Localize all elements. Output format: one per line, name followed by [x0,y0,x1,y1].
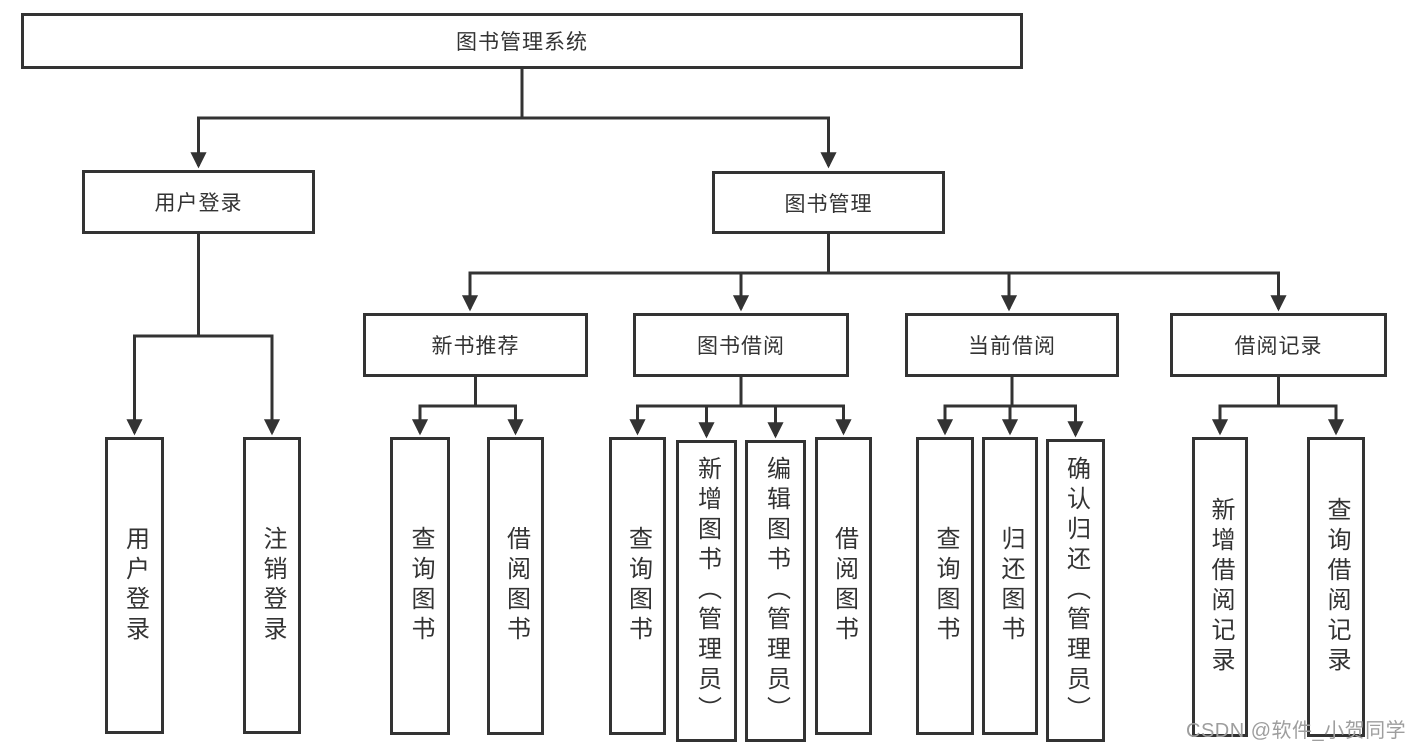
leaf-current-query-books: 查询图书 [916,437,974,735]
csdn-watermark: CSDN @软件_小贺同学 [1186,720,1405,742]
leaf-borrow-edit-books-admin-label: 编辑图书（管理员） [762,456,790,726]
tree-edges [126,69,1345,439]
leaf-borrow-add-books-admin: 新增图书（管理员） [676,440,737,742]
leaf-current-return-books: 归还图书 [982,437,1038,735]
node-user-login-label: 用户登录 [154,192,243,215]
node-current-borrow: 当前借阅 [905,313,1119,377]
node-user-login: 用户登录 [82,170,315,234]
leaf-record-add-record: 新增借阅记录 [1192,437,1248,737]
leaf-borrow-query-books: 查询图书 [609,437,666,735]
leaf-borrow-edit-books-admin: 编辑图书（管理员） [745,440,806,742]
node-borrow-record: 借阅记录 [1170,313,1387,377]
leaf-current-query-books-label: 查询图书 [932,526,959,646]
leaf-borrow-query-books-label: 查询图书 [624,526,652,646]
leaf-borrow-add-books-admin-label: 新增图书（管理员） [693,456,721,726]
node-root-label: 图书管理系统 [456,31,588,54]
leaf-current-confirm-return-admin-label: 确认归还（管理员） [1062,455,1090,726]
leaf-recommend-query-books-label: 查询图书 [407,526,434,646]
leaf-recommend-borrow-books: 借阅图书 [487,437,544,735]
node-book-borrow-label: 图书借阅 [697,335,785,358]
node-book-management: 图书管理 [712,171,945,234]
node-borrow-record-label: 借阅记录 [1234,335,1323,358]
node-book-borrow: 图书借阅 [633,313,849,377]
leaf-borrow-borrow-books: 借阅图书 [815,437,872,735]
leaf-borrow-borrow-books-label: 借阅图书 [830,526,858,646]
leaf-recommend-borrow-books-label: 借阅图书 [502,526,530,646]
leaf-current-confirm-return-admin: 确认归还（管理员） [1046,439,1105,742]
leaf-current-return-books-label: 归还图书 [997,526,1024,646]
node-current-borrow-label: 当前借阅 [968,335,1056,358]
node-book-management-label: 图书管理 [784,192,873,216]
leaf-logout: 注销登录 [243,437,301,734]
node-new-book-recommend: 新书推荐 [363,313,588,377]
leaf-logout-label: 注销登录 [259,525,286,646]
leaf-record-query-record: 查询借阅记录 [1307,437,1365,737]
leaf-record-query-record-label: 查询借阅记录 [1323,497,1350,677]
leaf-user-login: 用户登录 [105,437,164,734]
leaf-record-add-record-label: 新增借阅记录 [1207,497,1234,677]
node-new-book-recommend-label: 新书推荐 [431,335,520,358]
node-root: 图书管理系统 [21,13,1023,69]
leaf-recommend-query-books: 查询图书 [390,437,450,735]
leaf-user-login-label: 用户登录 [121,525,149,646]
